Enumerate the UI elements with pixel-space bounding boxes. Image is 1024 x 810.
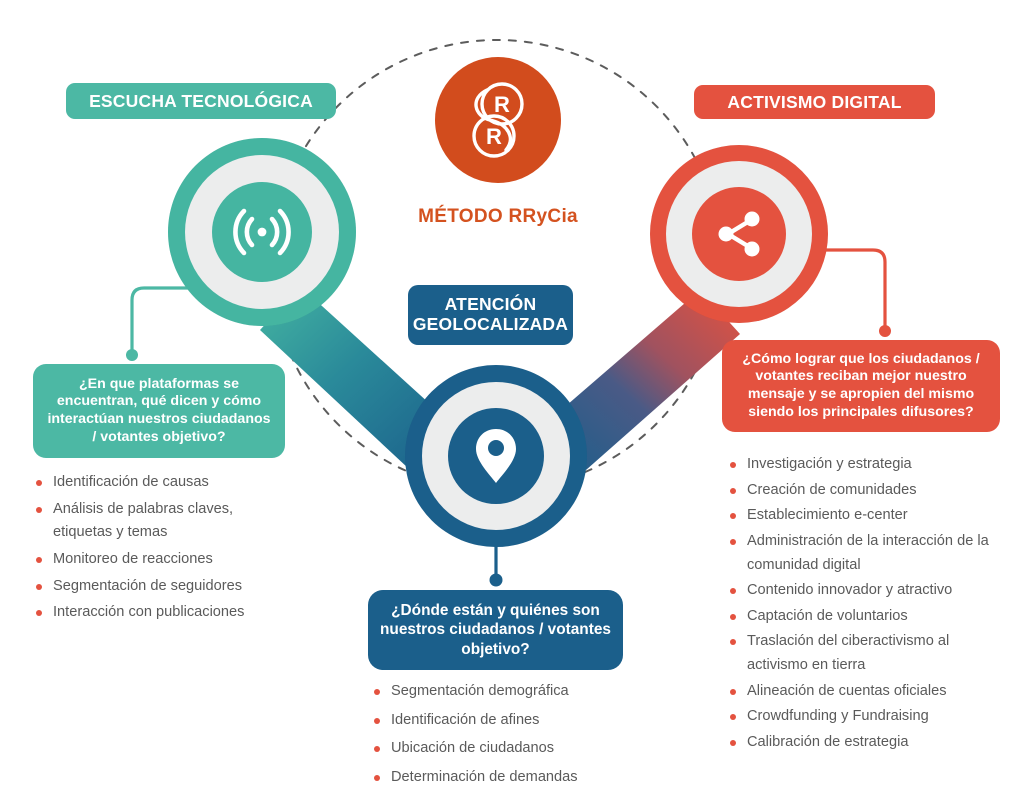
list-item: Contenido innovador y atractivo xyxy=(728,579,1000,603)
list-item: Creación de comunidades xyxy=(728,479,1000,503)
list-item: Segmentación demográfica xyxy=(372,680,632,704)
list-item: Captación de voluntarios xyxy=(728,605,1000,629)
svg-text:R: R xyxy=(486,124,502,149)
share-network-icon xyxy=(718,211,760,257)
wifi-broadcast-icon xyxy=(233,208,291,256)
logo-caption: MÉTODO RRyCia xyxy=(418,206,578,227)
list-item: Identificación de afines xyxy=(372,709,632,733)
list-item: Crowdfunding y Fundraising xyxy=(728,705,1000,729)
rr-monogram-logo: R R xyxy=(435,57,561,183)
list-item: Establecimiento e-center xyxy=(728,504,1000,528)
question-box-atencion: ¿Dónde están y quiénes son nuestros ciud… xyxy=(368,590,623,670)
connector-activismo xyxy=(818,248,887,330)
list-item: Ubicación de ciudadanos xyxy=(372,737,632,761)
arm-activismo-to-atencion xyxy=(545,290,740,470)
list-item: Alineación de cuentas oficiales xyxy=(728,680,1000,704)
pill-activismo-digital[interactable]: ACTIVISMO DIGITAL xyxy=(694,85,935,119)
node-core xyxy=(448,408,544,504)
list-item: Investigación y estrategia xyxy=(728,453,1000,477)
node-core xyxy=(212,182,312,282)
pill-atencion-geolocalizada[interactable]: ATENCIÓN GEOLOCALIZADA xyxy=(408,285,573,345)
list-item: Traslación del ciberactivismo al activis… xyxy=(728,630,1000,677)
list-item: Determinación de demandas xyxy=(372,766,632,790)
list-item: Análisis de palabras claves, etiquetas y… xyxy=(34,498,296,545)
connector-dot-escucha xyxy=(126,349,138,361)
rr-monogram-icon: R R xyxy=(472,82,524,158)
svg-text:R: R xyxy=(494,92,510,117)
list-item: Identificación de causas xyxy=(34,471,296,495)
connector-dot-activismo xyxy=(879,325,891,337)
question-box-activismo: ¿Cómo lograr que los ciudadanos / votant… xyxy=(722,340,1000,432)
connector-dot-atencion xyxy=(489,573,503,587)
list-item: Calibración de estrategia xyxy=(728,731,1000,755)
connector-escucha xyxy=(130,286,252,354)
list-item: Monitoreo de reacciones xyxy=(34,548,296,572)
arm-escucha-to-atencion xyxy=(260,286,452,468)
map-pin-icon xyxy=(476,429,516,483)
list-item: Interacción con publicaciones xyxy=(34,601,296,625)
node-activismo-digital[interactable] xyxy=(650,145,828,323)
node-atencion-geolocalizada[interactable] xyxy=(405,365,587,547)
node-core xyxy=(692,187,786,281)
pill-escucha-tecnologica[interactable]: ESCUCHA TECNOLÓGICA xyxy=(66,83,336,119)
question-box-escucha: ¿En que plataformas se encuentran, qué d… xyxy=(33,364,285,458)
list-item: Segmentación de seguidores xyxy=(34,575,296,599)
node-escucha-tecnologica[interactable] xyxy=(168,138,356,326)
list-item: Administración de la interacción de la c… xyxy=(728,530,1000,577)
